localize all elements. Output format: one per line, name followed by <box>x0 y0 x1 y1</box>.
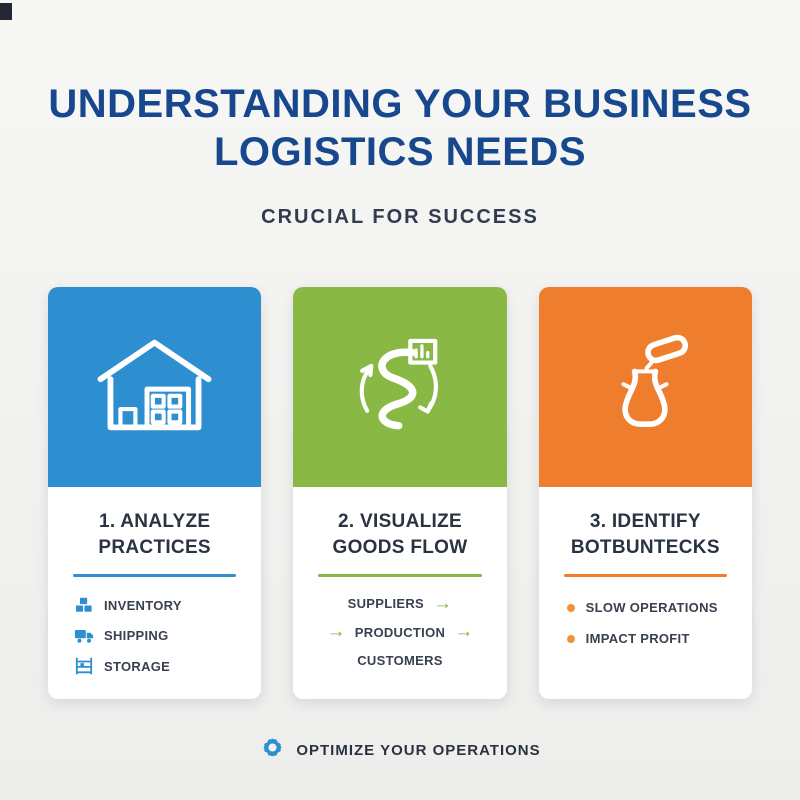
list-item-storage: STORAGE <box>74 657 247 675</box>
right-arrow-icon: → <box>433 593 453 615</box>
flow-label: CUSTOMERS <box>357 652 443 668</box>
footer: OPTIMIZE YOUR OPERATIONS <box>0 734 800 766</box>
page-title-line2: LOGISTICS NEEDS <box>214 130 586 174</box>
item-label: SLOW OPERATIONS <box>585 600 718 616</box>
bottleneck-item-list: SLOW OPERATIONS IMPACT PROFIT <box>553 594 738 646</box>
corner-mark <box>0 3 12 20</box>
list-item-impact-profit: IMPACT PROFIT <box>566 631 738 647</box>
flow-row-customers: CUSTOMERS <box>357 653 443 668</box>
boxes-icon <box>74 596 94 614</box>
flow-label: SUPPLIERS <box>347 596 425 612</box>
divider <box>318 574 482 578</box>
footer-label: OPTIMIZE YOUR OPERATIONS <box>296 741 541 759</box>
bullet-dot-icon <box>566 603 575 612</box>
right-arrow-icon: → <box>326 621 346 643</box>
warehouse-icon <box>92 331 217 444</box>
card-identify-header <box>538 287 752 487</box>
divider <box>563 574 727 578</box>
flow-row-suppliers: SUPPLIERS → <box>347 593 453 615</box>
truck-icon <box>74 627 94 644</box>
flow-list: SUPPLIERS → → PRODUCTION → CUSTOMERS <box>307 594 492 667</box>
list-item-shipping: SHIPPING <box>74 627 247 644</box>
bottleneck-icon <box>585 333 705 442</box>
right-arrow-icon: → <box>454 621 474 643</box>
list-item-slow-operations: SLOW OPERATIONS <box>566 600 738 616</box>
goods-flow-icon <box>337 331 462 444</box>
shelf-icon <box>74 657 94 675</box>
gear-icon <box>259 734 286 766</box>
card-analyze-header <box>48 287 262 487</box>
page-title-line1: UNDERSTANDING YOUR BUSINESS <box>48 82 752 126</box>
card-visualize-header <box>293 287 507 487</box>
item-label: IMPACT PROFIT <box>585 631 690 647</box>
flow-row-production: → PRODUCTION → <box>326 621 474 643</box>
analyze-item-list: INVENTORY SHIPPING <box>62 594 247 675</box>
subtitle: CRUCIAL FOR SUCCESS <box>261 206 539 228</box>
item-label: SHIPPING <box>104 628 169 644</box>
bullet-dot-icon <box>566 634 575 643</box>
item-label: INVENTORY <box>104 597 182 613</box>
flow-label: PRODUCTION <box>354 624 446 640</box>
item-label: STORAGE <box>104 658 171 674</box>
list-item-inventory: INVENTORY <box>74 596 247 614</box>
divider <box>73 574 237 578</box>
